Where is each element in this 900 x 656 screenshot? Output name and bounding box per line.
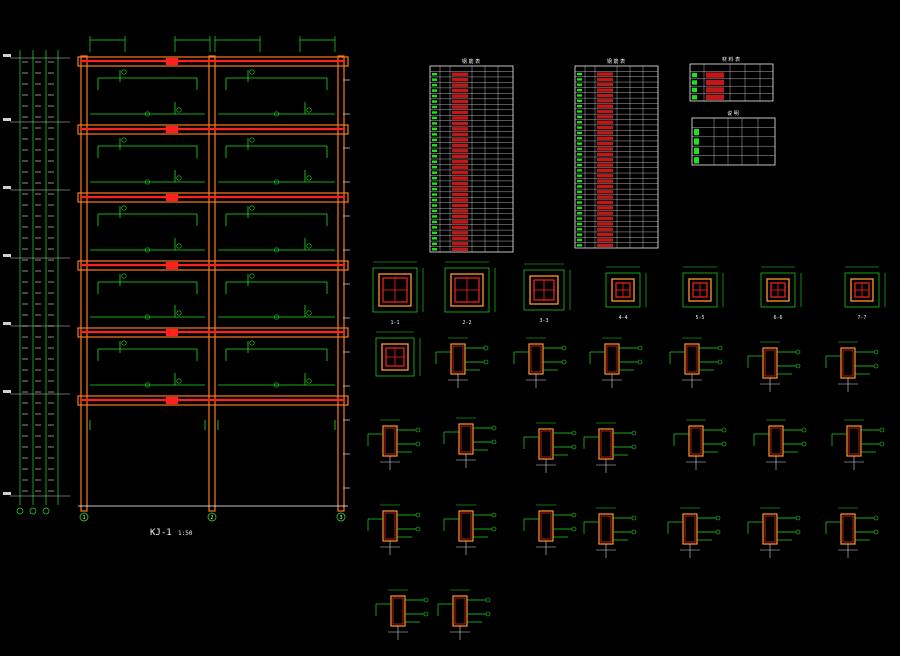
column-3 (337, 55, 345, 512)
column-section-8 (375, 331, 421, 377)
beam-section-r2-1 (435, 337, 489, 388)
column-1 (80, 55, 88, 512)
strip-level-mark-1 (3, 54, 11, 57)
bay-rebar-2-2 (218, 137, 335, 185)
rebar-tables: 钢 筋 表 钢 筋 表 材 料 表说 明 (429, 56, 776, 253)
beam-section-r3-6 (753, 419, 807, 470)
bay-rebar-1-2 (218, 69, 335, 117)
svg-text:1: 1 (82, 515, 85, 521)
beam-section-r2-4 (669, 337, 723, 388)
beam-level-1 (77, 56, 349, 67)
rebar-table-1 (429, 65, 514, 253)
svg-text:2: 2 (210, 515, 213, 521)
column-section-7: 7-7 (844, 266, 886, 321)
column-section-5-label: 5-5 (695, 315, 704, 321)
beam-joint-mark-1 (166, 58, 178, 65)
column-section-6: 6-6 (760, 266, 802, 321)
table-title-1: 钢 筋 表 (462, 58, 480, 65)
strip-level-mark-3 (3, 186, 11, 189)
beam-section-r5-1 (375, 589, 429, 640)
beam-level-2 (77, 124, 349, 135)
beam-level-4 (77, 260, 349, 271)
beam-section-r2-5 (747, 341, 801, 392)
bay-rebar-4-1 (90, 273, 205, 320)
bay-rebar-2-1 (90, 137, 205, 185)
beam-section-r4-3 (523, 504, 577, 555)
column-section-3-label: 3-3 (539, 318, 548, 324)
beam-section-r4-6 (747, 507, 801, 558)
strip-level-mark-5 (3, 322, 11, 325)
column-2 (208, 55, 216, 512)
section-details: 1-1 2-2 3-3 4-4 5-5 6-6 7-7 (367, 261, 886, 640)
beam-section-r3-5 (673, 419, 727, 470)
column-section-7-label: 7-7 (857, 315, 866, 321)
beam-section-r3-7 (831, 419, 885, 470)
beam-level-3 (77, 192, 349, 203)
beam-section-r4-7 (825, 507, 879, 558)
notes-table (691, 117, 776, 166)
beam-joint-mark-4 (166, 262, 178, 269)
beam-section-r3-3 (523, 422, 577, 473)
bay-rebar-5-2 (218, 340, 335, 388)
column-section-2: 2-2 (444, 261, 496, 326)
beam-joint-mark-3 (166, 194, 178, 201)
strip-level-mark-6 (3, 390, 11, 393)
beam-level-5 (77, 327, 349, 338)
frame-scale: 1:50 (178, 530, 193, 537)
svg-text:3: 3 (339, 515, 342, 521)
column-section-3: 3-3 (523, 263, 571, 324)
beam-joint-mark-6 (166, 397, 178, 404)
column-section-6-label: 6-6 (773, 315, 782, 321)
beam-section-r2-6 (825, 341, 879, 392)
beam-section-r3-2 (443, 417, 497, 468)
column-section-1-label: 1-1 (390, 320, 399, 326)
column-section-5: 5-5 (682, 266, 724, 321)
table-title-2: 钢 筋 表 (607, 58, 625, 65)
strip-level-mark-2 (3, 118, 11, 121)
beam-section-r3-4 (583, 422, 637, 473)
bay-rebar-3-1 (90, 205, 205, 253)
bay-rebar-4-2 (218, 273, 335, 320)
axis-bubble-1: 1 (79, 512, 89, 522)
strip-level-mark-4 (3, 254, 11, 257)
bay-rebar-5-1 (90, 340, 205, 388)
beam-section-r4-5 (667, 507, 721, 558)
beam-joint-mark-5 (166, 329, 178, 336)
bay-rebar-1-1 (90, 69, 205, 117)
column-section-1: 1-1 (372, 261, 424, 326)
beam-section-r4-1 (367, 504, 421, 555)
beam-section-r2-2 (513, 337, 567, 388)
table-title-4: 说 明 (727, 110, 739, 117)
strip-axis-bubble-3 (42, 507, 50, 515)
axis-bubble-2: 2 (207, 512, 217, 522)
rebar-table-2 (574, 65, 659, 249)
beam-section-r2-3 (589, 337, 643, 388)
beam-section-r5-2 (437, 589, 491, 640)
column-section-4: 4-4 (605, 266, 647, 321)
frame-title: KJ-1 (150, 528, 172, 538)
left-elevation-strip (3, 50, 70, 515)
column-section-2-label: 2-2 (462, 320, 471, 326)
material-table (689, 63, 774, 102)
beam-joint-mark-2 (166, 126, 178, 133)
beam-section-r4-2 (443, 504, 497, 555)
table-title-3: 材 料 表 (722, 56, 740, 63)
strip-axis-bubble-1 (16, 507, 24, 515)
beam-section-r3-1 (367, 419, 421, 470)
axis-bubble-3: 3 (336, 512, 346, 522)
beam-section-r4-4 (583, 507, 637, 558)
bay-rebar-3-2 (218, 205, 335, 253)
strip-axis-bubble-2 (29, 507, 37, 515)
column-section-4-label: 4-4 (618, 315, 627, 321)
frame-elevation-kj1 (77, 36, 350, 512)
strip-level-mark-7 (3, 492, 11, 495)
beam-level-6 (77, 395, 349, 406)
